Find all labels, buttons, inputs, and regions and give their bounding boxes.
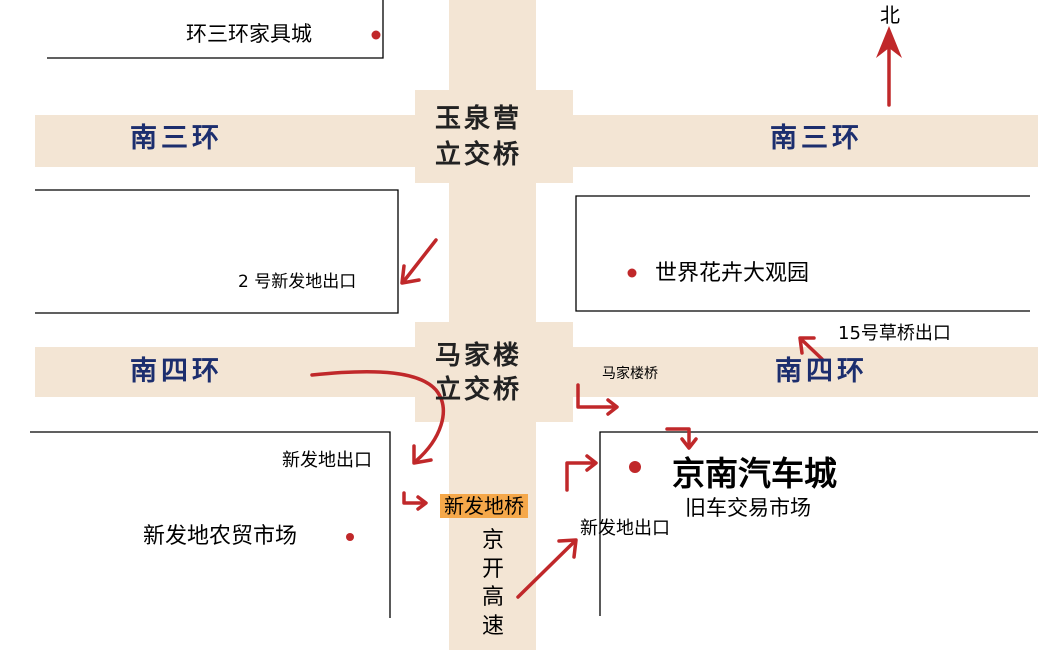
bridge-label-yuquanying-1: 玉泉营 — [435, 104, 523, 134]
bridge-label-xinfadi: 新发地桥 — [440, 494, 528, 518]
xinfadi-market-marker — [346, 533, 354, 541]
bridge-label-majialou-1: 马家楼 — [435, 341, 523, 371]
road-label-south-third-ring-west: 南三环 — [130, 123, 223, 154]
poi-label-jingnan-auto-city: 京南汽车城 — [672, 454, 837, 493]
poi-label-xinfadi-market: 新发地农贸市场 — [143, 524, 298, 549]
exit-label-15-caoqiao: 15号草桥出口 — [838, 323, 951, 344]
furniture-city-marker — [371, 30, 381, 40]
bridge-label-yuquanying-2: 立交桥 — [435, 140, 523, 170]
exit-label-xinfadi-west: 新发地出口 — [282, 450, 372, 471]
poi-label-furniture-city: 环三环家具城 — [186, 22, 312, 46]
route-arrows — [310, 31, 891, 599]
road-label-south-fourth-ring-west: 南四环 — [130, 356, 223, 387]
compass-north-label: 北 — [880, 3, 900, 27]
road-label-south-third-ring-east: 南三环 — [770, 123, 863, 154]
block-boundaries — [30, 0, 1038, 618]
poi-label-used-car-market: 旧车交易市场 — [685, 496, 811, 520]
flower-park-marker — [627, 268, 637, 278]
road-label-jingkai-expressway: 京开高速 — [481, 528, 504, 639]
road-label-south-fourth-ring-east: 南四环 — [775, 356, 868, 387]
majialou-interchange-area — [415, 322, 573, 422]
bridge-label-majialou-2: 立交桥 — [435, 375, 523, 405]
jingnan-auto-city-marker — [629, 461, 641, 473]
bridge-label-majialou-small: 马家楼桥 — [602, 366, 658, 382]
north-arrow-head — [876, 26, 902, 58]
exit-label-2-xinfadi: 2 号新发地出口 — [238, 272, 357, 292]
yuquanying-interchange-area — [415, 90, 573, 183]
poi-label-flower-park: 世界花卉大观园 — [655, 261, 810, 286]
exit-label-xinfadi-east: 新发地出口 — [580, 518, 670, 539]
